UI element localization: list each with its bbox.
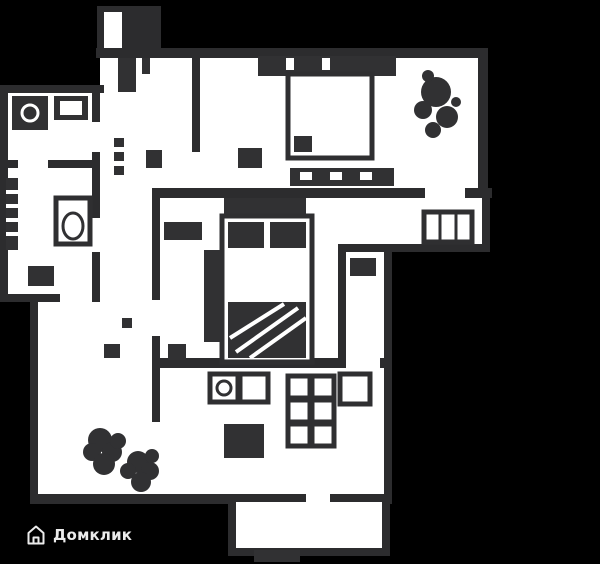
hall-mark xyxy=(146,150,162,168)
wall-segment xyxy=(482,188,490,252)
wall-segment xyxy=(92,85,100,122)
kitchen-sink xyxy=(215,379,233,397)
wall-segment xyxy=(92,252,100,302)
wall-segment xyxy=(384,244,392,504)
fridge xyxy=(337,371,373,407)
box xyxy=(104,344,120,358)
wall-segment xyxy=(48,160,96,168)
watermark-label: Домклик xyxy=(53,526,133,544)
toilet xyxy=(53,195,93,247)
kitchen-counter xyxy=(237,371,271,405)
wall-segment xyxy=(152,366,160,422)
radiator xyxy=(6,178,18,250)
dining-table xyxy=(224,424,264,458)
wall-segment xyxy=(30,494,236,504)
wall-segment xyxy=(152,188,425,198)
cabinet-cell xyxy=(309,397,337,425)
wardrobe-dash xyxy=(114,152,124,161)
wall-segment xyxy=(152,336,160,368)
bottom-balcony-furniture xyxy=(254,550,300,562)
box xyxy=(122,318,132,328)
dresser xyxy=(164,222,202,240)
wall-segment xyxy=(0,85,8,302)
cabinet-cell xyxy=(285,373,313,401)
step xyxy=(254,550,300,562)
entry-block-inner xyxy=(104,12,122,50)
kitchen-furniture xyxy=(207,371,373,458)
bathroom-furniture xyxy=(6,96,93,286)
wall-segment xyxy=(92,152,100,218)
bottom-balcony-floor xyxy=(228,500,390,552)
washing-machine xyxy=(12,96,48,130)
living-room-furniture xyxy=(146,56,461,186)
washer-drum xyxy=(20,103,40,123)
kitchen-counter xyxy=(207,371,241,405)
loggia-furniture xyxy=(421,209,475,245)
plant xyxy=(83,428,126,475)
wall-segment xyxy=(228,494,236,556)
wardrobe-dash xyxy=(114,138,124,147)
pillow xyxy=(270,222,306,248)
cabinet xyxy=(28,266,54,286)
bedroom-furniture xyxy=(164,198,376,365)
lower-left-furniture xyxy=(83,318,159,492)
domklik-watermark: Домклик xyxy=(26,524,132,546)
wall-segment xyxy=(478,48,488,196)
wardrobe-dash xyxy=(114,166,124,175)
wall-segment xyxy=(0,85,104,93)
headboard-shelf xyxy=(224,198,306,214)
nightstand xyxy=(168,344,186,360)
plant xyxy=(120,449,159,492)
house-icon xyxy=(27,525,45,545)
cabinet-cell xyxy=(285,421,313,449)
bench xyxy=(421,209,475,245)
walls xyxy=(0,6,492,556)
wall-segment xyxy=(380,358,392,368)
wall-segment xyxy=(382,494,390,556)
cabinet-cell xyxy=(285,397,313,425)
wall-segment xyxy=(0,160,18,168)
wardrobe xyxy=(204,250,220,342)
cabinet-cell xyxy=(309,373,337,401)
wall-segment xyxy=(30,296,38,504)
cabinet-cell xyxy=(309,421,337,449)
wall-segment xyxy=(236,494,306,502)
plant xyxy=(414,70,461,138)
wall-segment xyxy=(338,244,346,368)
wall-segment xyxy=(345,244,490,252)
wall-segment xyxy=(228,548,390,556)
door-mark xyxy=(238,148,262,168)
corridor-floor xyxy=(100,196,160,300)
corridor-furniture xyxy=(114,58,150,175)
wall-segment xyxy=(152,198,160,300)
table-item xyxy=(294,136,312,152)
closet xyxy=(118,58,136,92)
closet-box xyxy=(350,258,376,276)
wall-segment xyxy=(192,52,200,152)
pillow xyxy=(228,222,264,248)
wall-segment xyxy=(330,494,382,502)
wall-segment xyxy=(96,48,488,58)
wall-segment xyxy=(465,188,492,198)
